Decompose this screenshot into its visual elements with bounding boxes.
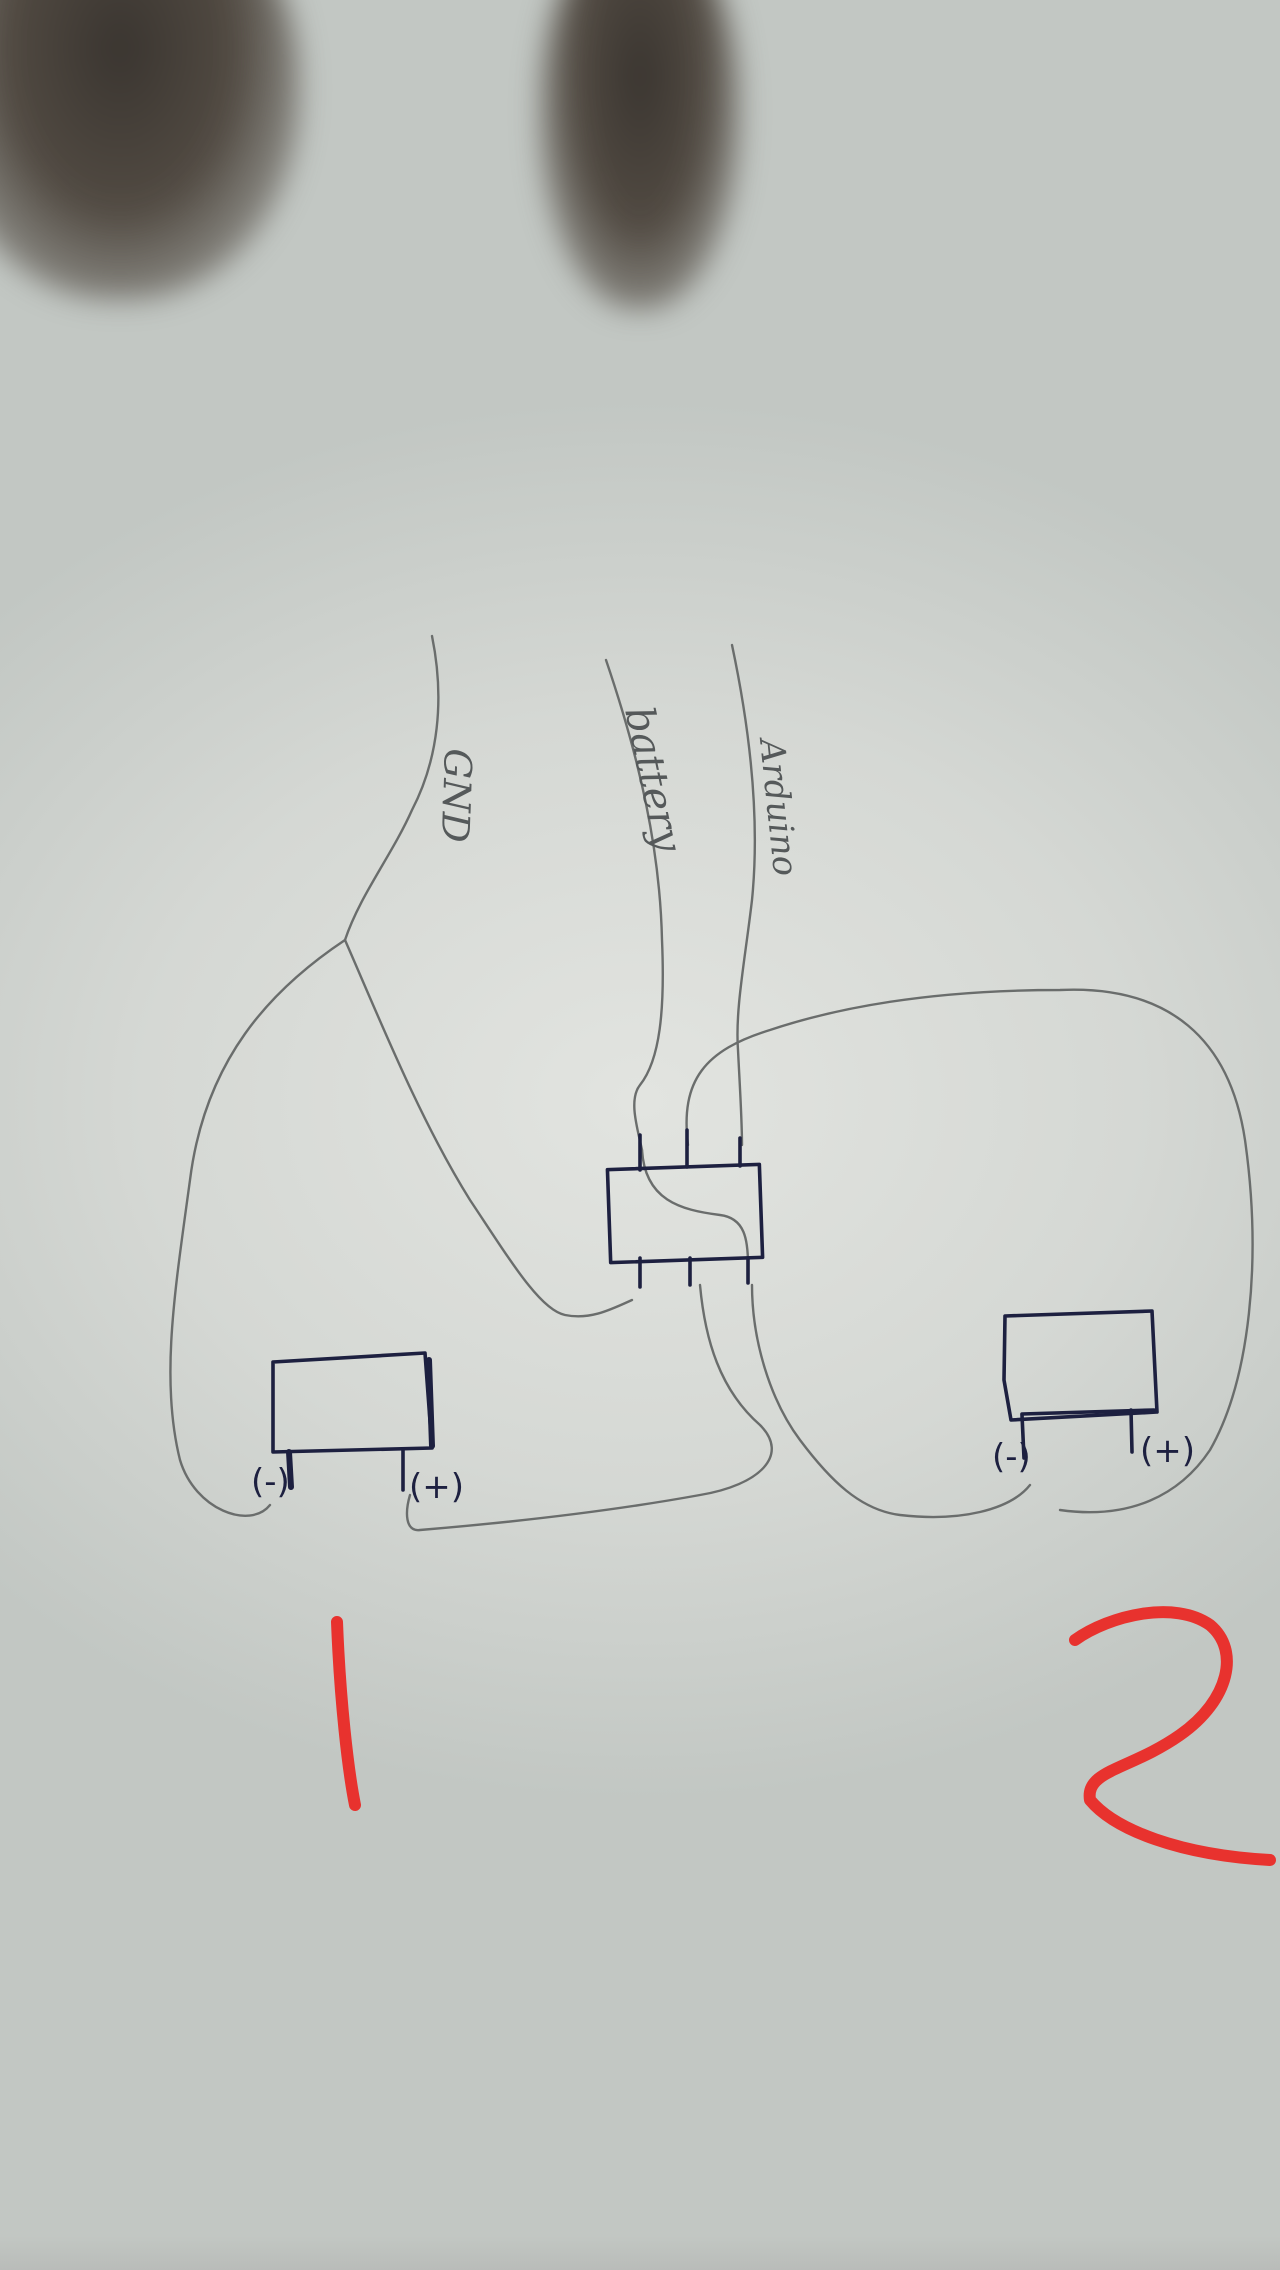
gnd-label: GND — [433, 748, 480, 844]
numeral-two — [1069, 1606, 1276, 1866]
numeral-one — [331, 1616, 361, 1811]
motor2-minus-label: (-) — [992, 1437, 1031, 1477]
paper-bottom-edge — [0, 2236, 1280, 2270]
gnd-branch-left — [169, 938, 347, 1517]
motor2-plus-label: (+) — [1140, 1431, 1195, 1471]
motor2-loop-wire — [685, 988, 1254, 1514]
chip-to-motor1-wire — [405, 1283, 773, 1532]
gnd-wire — [343, 634, 440, 942]
gnd-branch-chip — [343, 938, 634, 1318]
arduino-wire — [730, 643, 756, 1147]
finger-shadow-middle — [540, 0, 740, 310]
motor-2 — [1002, 1309, 1159, 1460]
arduino-label: Arduino — [751, 734, 805, 878]
motor1-plus-label: (+) — [409, 1467, 464, 1507]
motor-1 — [271, 1351, 435, 1492]
motor1-minus-label: (-) — [251, 1462, 290, 1502]
driver-chip — [605, 1128, 765, 1289]
battery-label: battery — [615, 703, 691, 858]
battery-wire-through-chip — [640, 1148, 750, 1267]
chip-to-motor2-wire — [750, 1283, 1032, 1519]
battery-wire — [604, 658, 664, 1152]
